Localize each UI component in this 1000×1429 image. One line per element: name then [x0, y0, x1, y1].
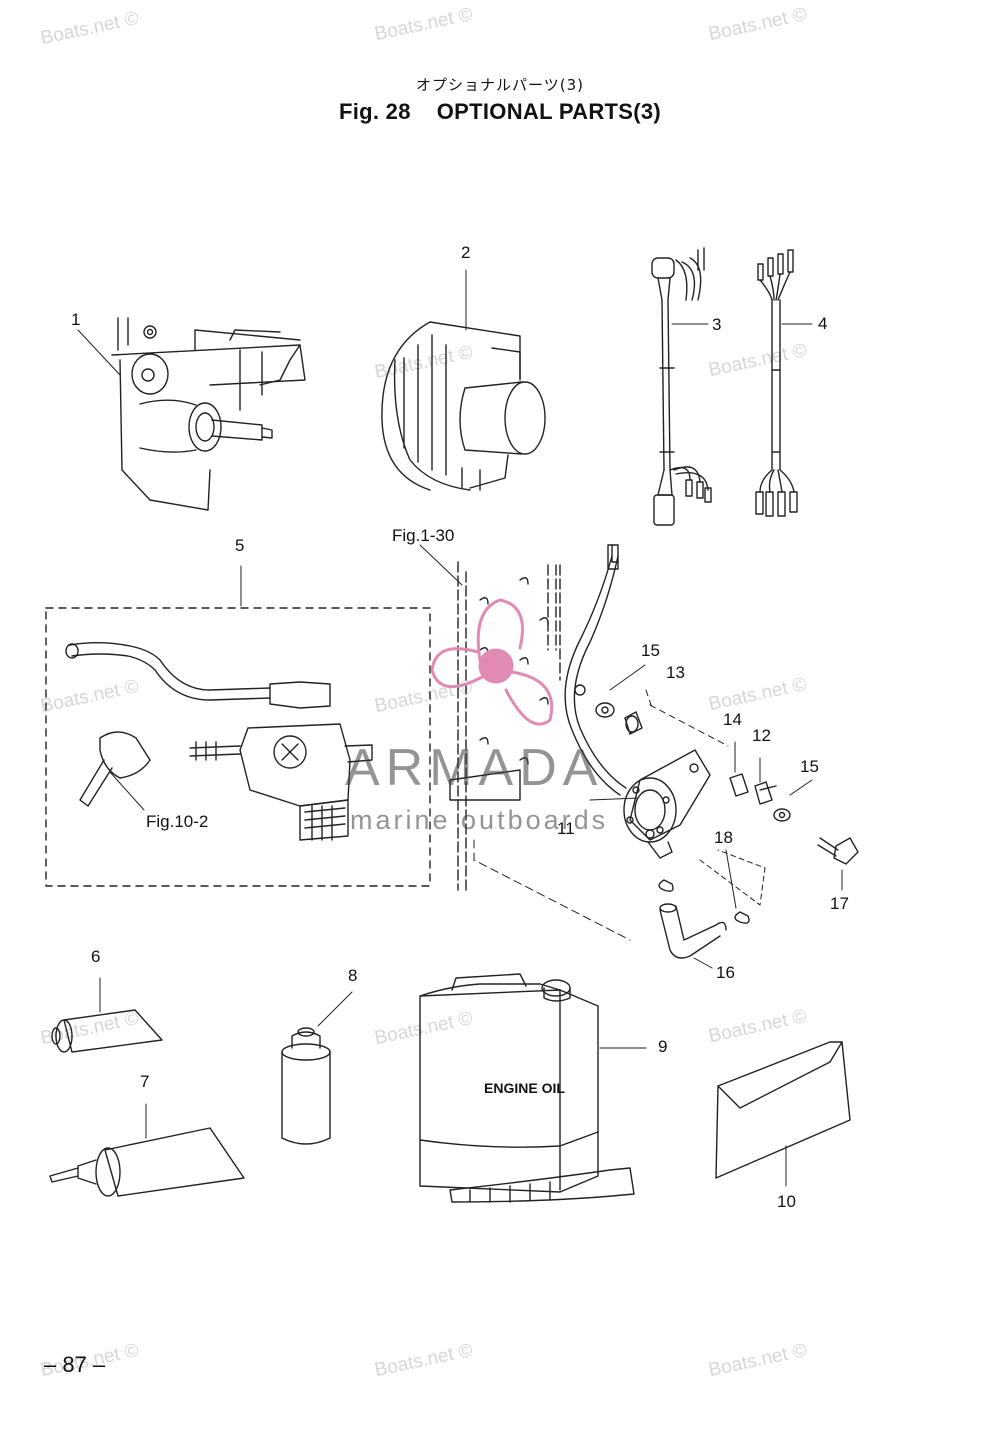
page-number: – 87 –: [44, 1352, 106, 1377]
wire-harness-3-drawing: [651, 247, 712, 526]
fuel-pump-drawing: [564, 544, 711, 859]
part-number-6: 6: [91, 947, 101, 966]
wire-harness-4-drawing: [755, 249, 813, 517]
part-5-kit-box: [45, 607, 431, 887]
brand-subtitle: marine outboards: [350, 805, 609, 835]
figure-reference-1-30: Fig.1-30: [392, 526, 455, 545]
figure-label: Fig. 28: [338, 99, 411, 124]
part-number-9: 9: [658, 1037, 668, 1056]
flywheel-cover-drawing: [381, 269, 546, 491]
part-number-10: 10: [777, 1192, 796, 1211]
part-number-17: 17: [830, 894, 849, 913]
fuel-hose-drawing: [658, 849, 766, 969]
part-number-15a: 15: [641, 641, 660, 660]
lower-unit-drawing: [77, 317, 306, 511]
oil-container-label: ENGINE OIL: [484, 1080, 565, 1096]
part-number-3: 3: [712, 315, 722, 334]
crankcase-reference-drawing: [419, 544, 631, 941]
part-number-14: 14: [723, 710, 742, 729]
part-number-5: 5: [235, 536, 245, 555]
part-number-11: 11: [557, 819, 575, 838]
part-number-1: 1: [71, 310, 81, 329]
part-number-16: 16: [716, 963, 735, 982]
part-number-18: 18: [714, 828, 733, 847]
part-number-8: 8: [348, 966, 358, 985]
part-number-12: 12: [752, 726, 771, 745]
brand-name: ARMADA: [345, 739, 604, 797]
figure-reference-10-2: Fig.10-2: [146, 812, 209, 831]
part-number-2: 2: [461, 243, 471, 262]
part-number-7: 7: [140, 1072, 150, 1091]
figure-heading: OPTIONAL PARTS(3): [436, 99, 662, 124]
spray-can-drawing: [281, 991, 353, 1145]
fasteners-drawing: [595, 664, 859, 891]
grease-tube-large-drawing: [49, 1103, 245, 1197]
part-number-15b: 15: [800, 757, 819, 776]
armada-logo: [430, 598, 554, 726]
parts-bag-drawing: [715, 1041, 851, 1187]
fuel-pump-kit-drawing: [65, 642, 373, 841]
japanese-title: オプショナルパーツ(3): [416, 76, 584, 94]
grease-tube-small-drawing: [51, 977, 163, 1053]
part-number-13: 13: [666, 663, 685, 682]
oil-container-drawing: [419, 973, 647, 1203]
part-number-4: 4: [818, 314, 828, 333]
figure-title: Fig. 28 OPTIONAL PARTS(3): [0, 99, 1000, 125]
